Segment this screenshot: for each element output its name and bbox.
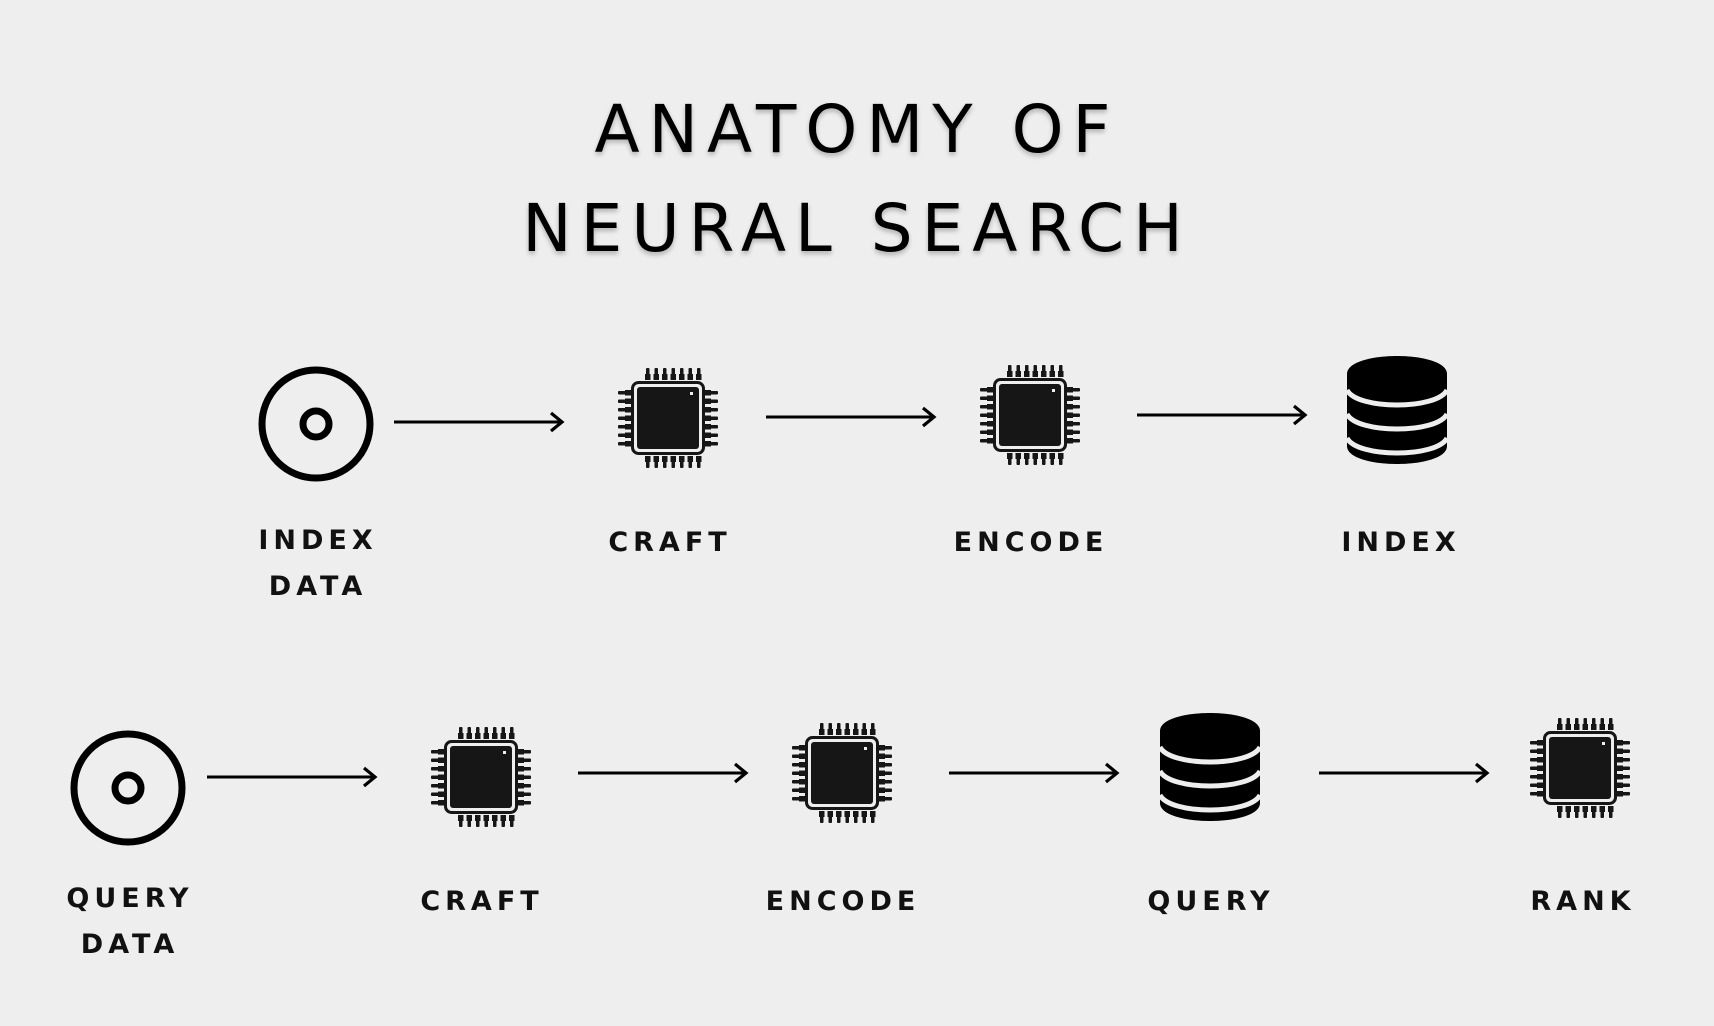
node-label: RANK <box>1530 886 1636 917</box>
chip-icon <box>792 723 892 823</box>
node-label: INDEX <box>1341 527 1461 558</box>
craft-node <box>429 725 533 829</box>
chip-icon <box>431 727 531 827</box>
node-label: QUERY DATA <box>66 883 194 960</box>
database-icon <box>1160 713 1260 821</box>
query-node <box>1158 709 1262 825</box>
query-data-node <box>68 728 188 848</box>
encode-node <box>978 363 1082 467</box>
craft-node <box>616 366 720 470</box>
arrow-icon <box>577 761 749 785</box>
arrow-icon <box>1136 403 1308 427</box>
disc-icon <box>262 370 370 478</box>
node-label: INDEX DATA <box>258 525 378 602</box>
encode-node <box>790 721 894 825</box>
node-label: QUERY <box>1147 886 1275 917</box>
index-data-node <box>256 364 376 484</box>
database-icon <box>1347 356 1447 464</box>
node-label: CRAFT <box>420 886 544 917</box>
diagram-title-line-1: ANATOMY OF <box>594 91 1120 168</box>
arrow-icon <box>1318 761 1490 785</box>
chip-icon <box>1530 718 1630 818</box>
node-label: CRAFT <box>608 527 732 558</box>
diagram-title-line-2: NEURAL SEARCH <box>522 190 1192 267</box>
arrow-icon <box>393 410 565 434</box>
arrow-icon <box>206 765 378 789</box>
arrow-icon <box>948 761 1120 785</box>
rank-node <box>1528 716 1632 820</box>
index-node <box>1345 352 1449 468</box>
chip-icon <box>618 368 718 468</box>
node-label: ENCODE <box>765 886 921 917</box>
node-label: ENCODE <box>953 527 1109 558</box>
arrow-icon <box>765 405 937 429</box>
chip-icon <box>980 365 1080 465</box>
disc-icon <box>74 734 182 842</box>
